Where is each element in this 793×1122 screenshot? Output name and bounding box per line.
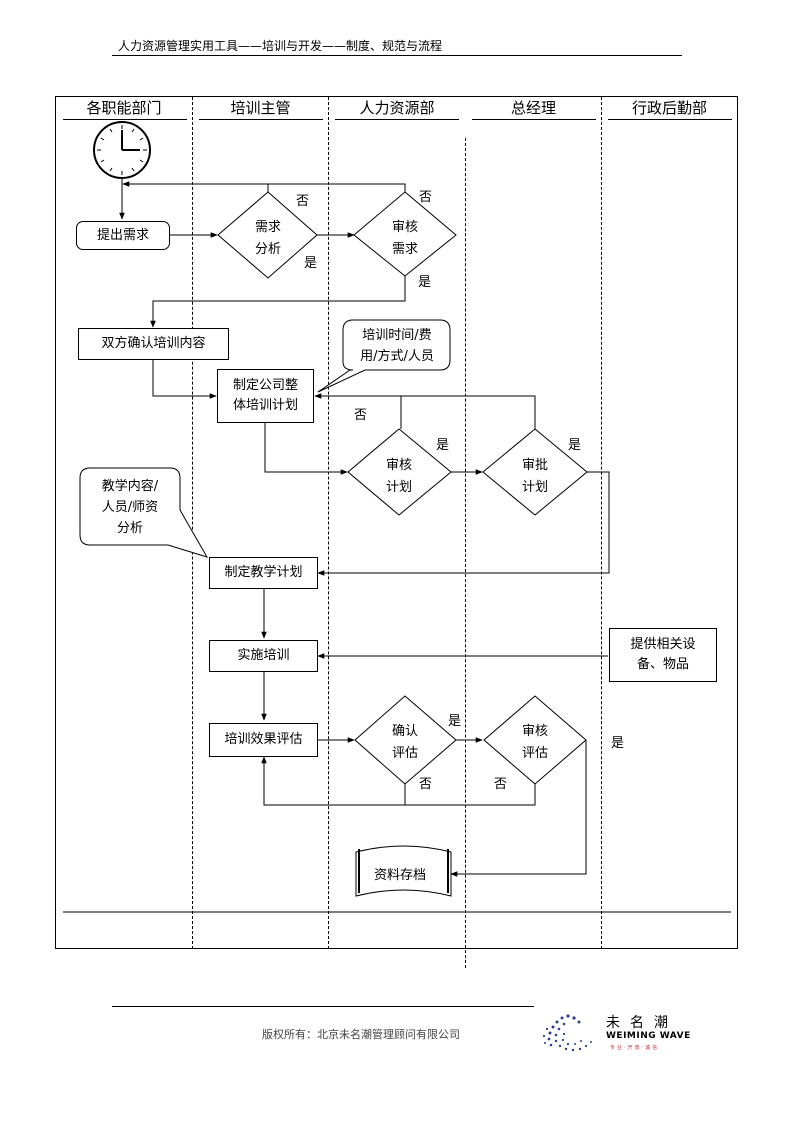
footer-copyright: 版权所有：北京未名潮管理顾问有限公司 — [262, 1028, 460, 1041]
edge-label-yes: 是 — [568, 438, 582, 453]
logo-tagline: 专业·开放·诚信 — [610, 1045, 660, 1051]
document-archive-shape — [355, 845, 452, 897]
node-teach-plan: 制定教学计划 — [209, 557, 318, 589]
decision-approve-plan-label: 审批计划 — [521, 458, 548, 492]
decision-review-eval-label: 审核评估 — [521, 724, 548, 758]
edge-label-no: 否 — [419, 190, 433, 205]
header-rule — [112, 55, 682, 56]
logo-english-name: WEIMING WAVE — [606, 1031, 691, 1041]
edge-label-yes: 是 — [304, 256, 318, 271]
edge-label-yes: 是 — [448, 714, 462, 729]
lane-header-underline — [472, 119, 596, 120]
page-header-title: 人力资源管理实用工具——培训与开发——制度、规范与流程 — [118, 39, 443, 53]
wave-logo-icon — [542, 1014, 592, 1052]
lane-divider — [465, 138, 466, 968]
node-confirm-content: 双方确认培训内容 — [78, 328, 229, 360]
lane-divider — [192, 97, 193, 949]
lane-header-underline — [608, 119, 732, 120]
logo-chinese-name: 未名潮 — [606, 1015, 678, 1031]
decision-review-plan-label: 审核计划 — [385, 458, 412, 492]
callout-teach-bubble — [79, 467, 209, 558]
decision-confirm-eval-label: 确认评估 — [391, 724, 418, 758]
lane-header-hr-department: 人力资源部 — [359, 99, 435, 117]
decision-approve-plan — [482, 428, 588, 516]
clock-ticks — [97, 125, 147, 175]
lane-header-admin-logistics: 行政后勤部 — [631, 99, 707, 117]
decision-confirm-eval — [354, 695, 457, 785]
lane-header-underline — [63, 119, 187, 120]
edge-label-no: 否 — [296, 194, 310, 209]
decision-review-plan — [347, 428, 452, 516]
node-evaluate: 培训效果评估 — [209, 723, 318, 757]
callout-plan-text: 培训时间/费用/方式/人员 — [360, 328, 434, 364]
node-provide-equipment: 提供相关设备、物品 — [609, 628, 717, 682]
node-submit-request: 提出需求 — [76, 221, 170, 250]
edge-label-no: 否 — [494, 777, 508, 792]
node-company-plan: 制定公司整体培训计划 — [217, 369, 314, 423]
decision-review-need — [353, 191, 457, 277]
edge-label-yes: 是 — [436, 438, 450, 453]
flowchart-frame — [55, 96, 738, 949]
node-implement: 实施培训 — [209, 640, 318, 672]
lane-header-general-manager: 总经理 — [510, 99, 556, 117]
edge-label-no: 否 — [419, 777, 433, 792]
footer-rule — [112, 1006, 534, 1007]
edge-label-no: 否 — [354, 408, 368, 423]
lane-header-underline — [199, 119, 323, 120]
decision-review-eval — [483, 695, 587, 785]
edge-label-yes: 是 — [418, 275, 432, 290]
lane-divider — [328, 97, 329, 949]
lane-header-departments: 各职能部门 — [86, 99, 162, 117]
lane-divider — [601, 97, 602, 949]
decision-need-analysis-label: 需求分析 — [254, 220, 281, 254]
lane-header-training-supervisor: 培训主管 — [230, 99, 291, 117]
decision-need-analysis — [217, 191, 318, 279]
callout-plan-bubble — [317, 319, 451, 393]
lane-header-underline — [335, 119, 459, 120]
edge-label-yes: 是 — [611, 736, 625, 751]
callout-teach-text: 教学内容/人员/师资分析 — [101, 479, 159, 536]
node-archive-label: 资料存档 — [374, 868, 427, 883]
decision-review-need-label: 审核需求 — [391, 220, 418, 254]
